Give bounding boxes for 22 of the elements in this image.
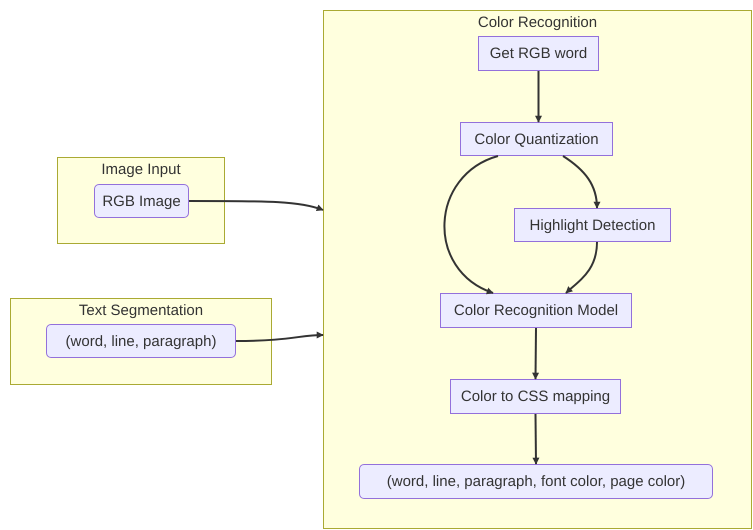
- data-box: (word, line, paragraph): [46, 324, 236, 358]
- group-box: [10, 298, 272, 385]
- arrow: [535, 71, 542, 123]
- process-box: Color to CSS mapping: [450, 379, 621, 414]
- arrow: [236, 332, 324, 342]
- process-box: Color Quantization: [460, 122, 613, 156]
- data-box: RGB Image: [94, 184, 189, 218]
- arrow: [444, 155, 498, 294]
- arrow: [565, 242, 598, 294]
- data-box: (word, line, paragraph, font color, page color): [359, 464, 713, 499]
- process-box: Highlight Detection: [514, 208, 671, 242]
- arrow: [532, 328, 540, 380]
- process-box: Color Recognition Model: [440, 293, 632, 328]
- group-box: [57, 157, 225, 244]
- group-title: Color Recognition: [476, 14, 598, 31]
- arrow: [189, 200, 324, 212]
- group-box: [323, 10, 752, 529]
- arrow: [562, 155, 600, 209]
- process-box: Get RGB word: [478, 36, 599, 71]
- group-title: Text Segmentation: [78, 302, 204, 319]
- arrow: [532, 414, 540, 465]
- group-title: Image Input: [100, 161, 182, 178]
